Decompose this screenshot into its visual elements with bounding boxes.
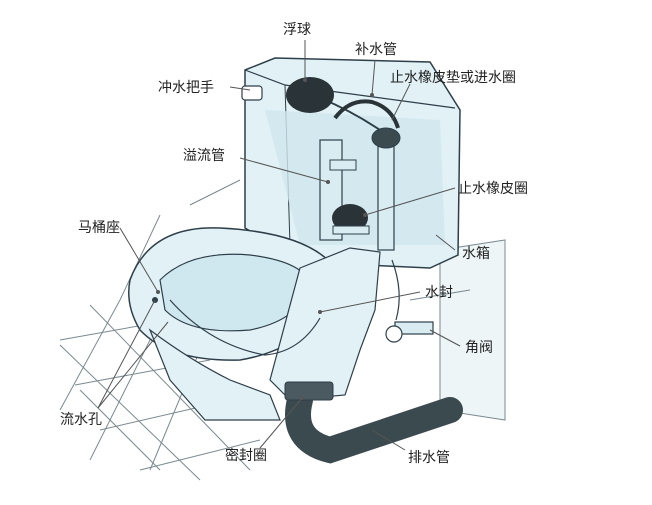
angle-valve-shape	[386, 260, 433, 342]
label-seal-ring: 密封圈	[225, 447, 267, 464]
label-toilet-seat: 马桶座	[78, 220, 120, 236]
label-refill-tube: 补水管	[355, 42, 397, 58]
label-flush-handle: 冲水把手	[158, 80, 214, 96]
flush-handle-shape	[242, 86, 262, 100]
label-drain-pipe: 排水管	[408, 450, 450, 466]
label-float-ball: 浮球	[283, 22, 311, 38]
label-tank: 水箱	[462, 246, 490, 262]
label-water-seal: 水封	[425, 285, 453, 301]
label-angle-valve: 角阀	[465, 340, 493, 356]
label-flapper: 止水橡皮圈	[458, 181, 528, 197]
label-inlet-gasket: 止水橡皮垫或进水圈	[390, 70, 516, 86]
label-rim-holes: 流水孔	[60, 412, 102, 428]
label-overflow-pipe: 溢流管	[183, 148, 225, 164]
drain-pipe-shape	[285, 382, 450, 450]
